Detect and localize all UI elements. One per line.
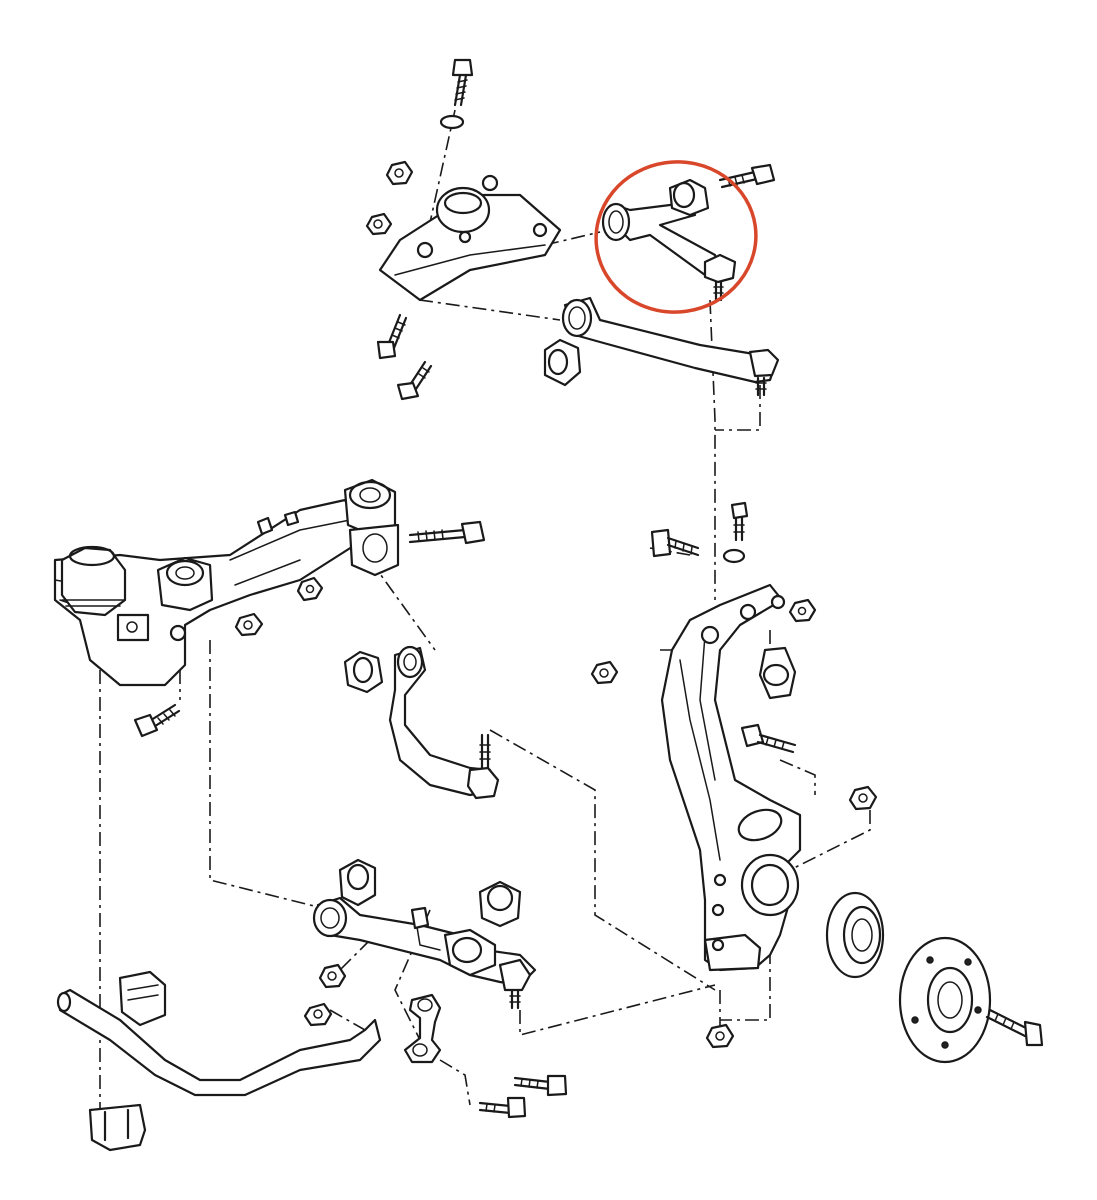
- lower-control-arm: [312, 858, 537, 1010]
- upper-strut-mount: [378, 174, 562, 302]
- stabilizer-link: [403, 993, 442, 1064]
- middle-control-arm: [343, 645, 500, 800]
- mount-nuts: [365, 160, 414, 236]
- mount-lower-bolts: [376, 313, 433, 401]
- second-upper-arm: [543, 296, 780, 397]
- bottom-bolts: [478, 1074, 568, 1119]
- steering-knuckle: [660, 583, 802, 972]
- highlight-circle: [594, 160, 758, 314]
- stabilizer-bar: [56, 970, 382, 1152]
- subframe: [53, 478, 400, 687]
- knuckle-fasteners: [590, 501, 878, 1049]
- wheel-hub-assembly: [825, 891, 1044, 1064]
- top-bolt: [439, 58, 474, 130]
- highlighted-upper-arm: [601, 163, 776, 302]
- subframe-fasteners: [133, 520, 486, 738]
